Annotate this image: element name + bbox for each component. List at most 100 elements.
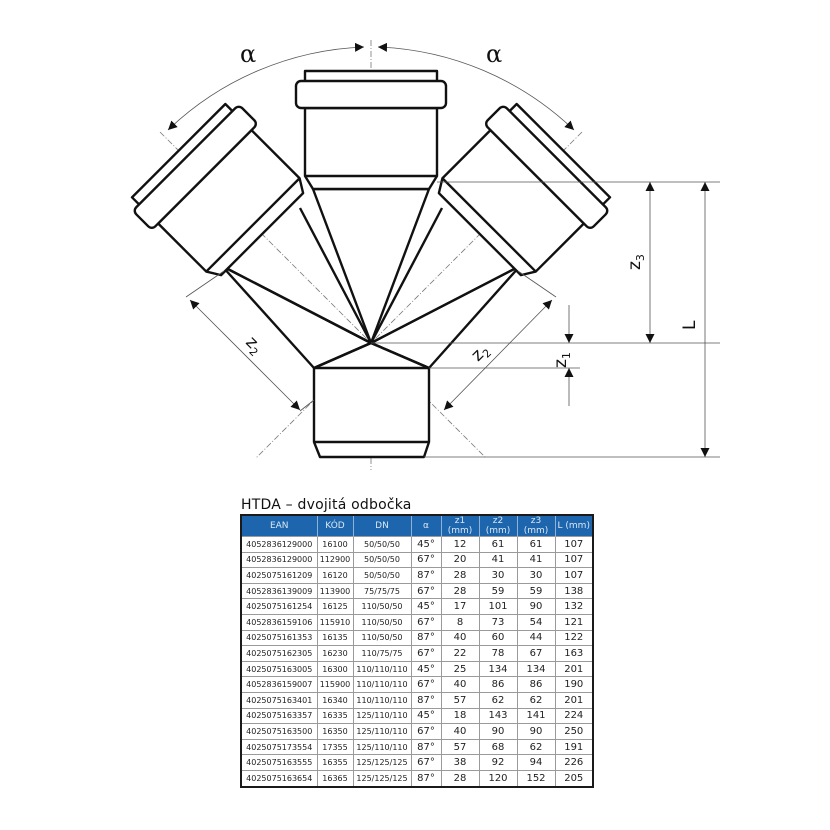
table-cell: 25 xyxy=(440,660,480,678)
table-cell: 38 xyxy=(440,754,480,771)
table-cell: 16120 xyxy=(316,567,354,584)
table-cell: 62 xyxy=(478,691,518,709)
table-cell: 87° xyxy=(410,567,442,584)
table-cell: 61 xyxy=(516,536,556,553)
table-cell: 22 xyxy=(440,645,480,662)
alpha-arc-right xyxy=(377,42,575,131)
z2-dimension-left xyxy=(189,299,301,411)
table-cell: 67° xyxy=(410,676,442,693)
table-cell: 78 xyxy=(478,645,518,662)
column-header: EAN xyxy=(241,515,317,537)
bottom-spigot xyxy=(312,341,431,459)
table-cell: 4025075162305 xyxy=(240,645,318,662)
table-cell: 67° xyxy=(410,613,442,631)
table-cell: 16355 xyxy=(316,754,354,771)
table-cell: 59 xyxy=(478,582,518,600)
table-cell: 107 xyxy=(554,567,594,584)
table-cell: 8 xyxy=(440,613,480,631)
table-cell: 45° xyxy=(410,536,442,553)
table-cell: 86 xyxy=(516,676,556,693)
table-cell: 4052836159007 xyxy=(240,676,318,693)
table-cell: 28 xyxy=(440,567,480,584)
table-cell: 17 xyxy=(440,598,480,615)
table-cell: 4052836159106 xyxy=(240,613,318,631)
z3-label: z3 xyxy=(625,254,647,270)
table-cell: 59 xyxy=(516,582,556,600)
table-cell: 17355 xyxy=(316,738,354,756)
table-cell: 67 xyxy=(516,645,556,662)
table-cell: 134 xyxy=(516,660,556,678)
table-cell: 115900 xyxy=(316,676,354,693)
table-cell: 132 xyxy=(554,598,594,615)
column-header: DN xyxy=(352,515,411,537)
table-cell: 87° xyxy=(410,691,442,709)
table-cell: 45° xyxy=(410,598,442,615)
table-cell: 4025075161353 xyxy=(240,629,318,647)
table-cell: 110/50/50 xyxy=(352,598,412,615)
table-cell: 4052836129000 xyxy=(240,551,318,569)
table-cell: 115910 xyxy=(316,613,354,631)
table-cell: 125/125/125 xyxy=(352,754,412,771)
table-cell: 40 xyxy=(440,723,480,740)
table-cell: 61 xyxy=(478,536,518,553)
column-header: z1 (mm) xyxy=(440,515,479,537)
table-cell: 152 xyxy=(516,769,556,788)
table-cell: 4025075163500 xyxy=(240,723,318,740)
z1-label: z1 xyxy=(551,352,573,368)
table-cell: 16350 xyxy=(316,723,354,740)
table-cell: 57 xyxy=(440,691,480,709)
table-cell: 86 xyxy=(478,676,518,693)
table-cell: 190 xyxy=(554,676,594,693)
table-cell: 122 xyxy=(554,629,594,647)
table-cell: 20 xyxy=(440,551,480,569)
table-cell: 205 xyxy=(554,769,594,788)
z2-label-left: z2 xyxy=(240,332,267,359)
table-cell: 125/110/110 xyxy=(352,707,412,725)
table-cell: 134 xyxy=(478,660,518,678)
table-cell: 110/75/75 xyxy=(352,645,412,662)
table-cell: 16100 xyxy=(316,536,354,553)
table-cell: 30 xyxy=(516,567,556,584)
column-header: L (mm) xyxy=(554,515,593,537)
table-cell: 4025075163555 xyxy=(240,754,318,771)
table-title: HTDA – dvojitá odbočka xyxy=(241,497,412,513)
table-cell: 90 xyxy=(516,598,556,615)
table-cell: 110/50/50 xyxy=(352,629,412,647)
table-cell: 67° xyxy=(410,582,442,600)
table-cell: 68 xyxy=(478,738,518,756)
table-cell: 143 xyxy=(478,707,518,725)
table-cell: 4052836129000 xyxy=(240,536,318,553)
table-cell: 12 xyxy=(440,536,480,553)
table-cell: 121 xyxy=(554,613,594,631)
table-cell: 18 xyxy=(440,707,480,725)
table-cell: 4025075163654 xyxy=(240,769,318,788)
table-cell: 90 xyxy=(516,723,556,740)
table-cell: 201 xyxy=(554,660,594,678)
alpha-label-left: α xyxy=(240,40,256,68)
column-header: α xyxy=(410,515,441,537)
table-cell: 16335 xyxy=(316,707,354,725)
table-cell: 50/50/50 xyxy=(352,536,412,553)
table-cell: 16230 xyxy=(316,645,354,662)
z2-dimension-right xyxy=(443,299,553,411)
table-cell: 113900 xyxy=(316,582,354,600)
table-cell: 101 xyxy=(478,598,518,615)
table-cell: 67° xyxy=(410,645,442,662)
table-cell: 57 xyxy=(440,738,480,756)
table-cell: 107 xyxy=(554,536,594,553)
table-cell: 141 xyxy=(516,707,556,725)
alpha-label-right: α xyxy=(486,40,502,68)
alpha-arc-left xyxy=(167,42,365,131)
table-cell: 110/110/110 xyxy=(352,691,412,709)
